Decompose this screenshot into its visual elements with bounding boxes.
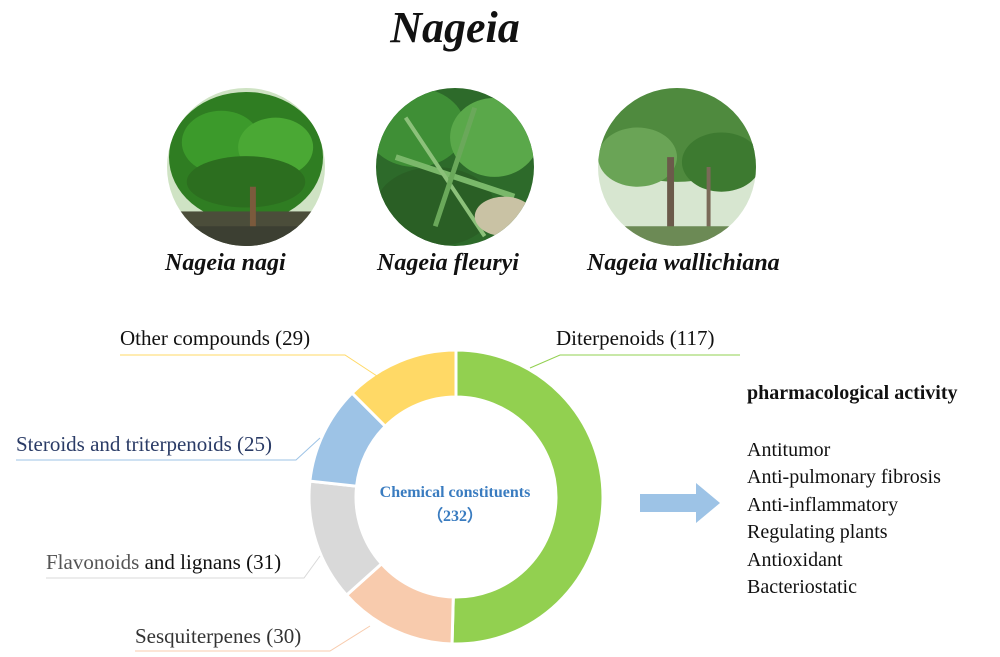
- label-other-compounds: Other compounds (29): [120, 326, 311, 350]
- page-title: Nageia: [390, 3, 520, 52]
- leader-steroids: [16, 437, 321, 461]
- label-flavonoids-rest: and lignans (31): [139, 550, 282, 574]
- right-arrow-icon: [640, 483, 720, 523]
- forest-photo-wallichiana: [598, 88, 756, 246]
- pharmacology-item: Bacteriostatic: [747, 576, 857, 599]
- pharmacology-item: Anti-pulmonary fibrosis: [747, 466, 941, 489]
- species-caption-nagi: Nageia nagi: [165, 250, 286, 276]
- segment-diterpenoids: [450, 348, 605, 646]
- segment-other-compounds: [349, 348, 458, 429]
- leader-diterpenoids: [529, 354, 740, 369]
- species-caption-fleuryi: Nageia fleuryi: [377, 250, 519, 276]
- leaf-photo-fleuryi: [376, 88, 534, 246]
- leader-other-compounds: [120, 354, 381, 379]
- label-sesquiterpenes: Sesquiterpenes (30): [135, 624, 302, 648]
- leader-flavonoids: [46, 555, 321, 579]
- label-diterpenoids: Diterpenoids (117): [556, 326, 715, 350]
- pharmacology-item: Anti-inflammatory: [747, 493, 899, 516]
- label-flavonoids-prefix: Flavonoids: [46, 550, 140, 574]
- species-caption-wallichiana: Nageia wallichiana: [587, 250, 780, 276]
- pharmacology-item: Antioxidant: [747, 548, 843, 571]
- pharmacology-item: Regulating plants: [747, 521, 888, 544]
- label-steroids: Steroids and triterpenoids (25): [16, 432, 273, 456]
- pharmacology-item: Antitumor: [747, 439, 831, 461]
- chart-center-total: （232）: [426, 508, 483, 525]
- chart-center-label: Chemical constituents: [379, 484, 531, 501]
- leader-sesquiterpenes: [135, 625, 371, 652]
- pharmacology-list: Antitumor Anti-pulmonary fibrosis Anti-i…: [747, 437, 941, 601]
- pharmacology-title: pharmacological activity: [747, 382, 958, 404]
- label-flavonoids: Flavonoids and lignans (31): [46, 550, 281, 575]
